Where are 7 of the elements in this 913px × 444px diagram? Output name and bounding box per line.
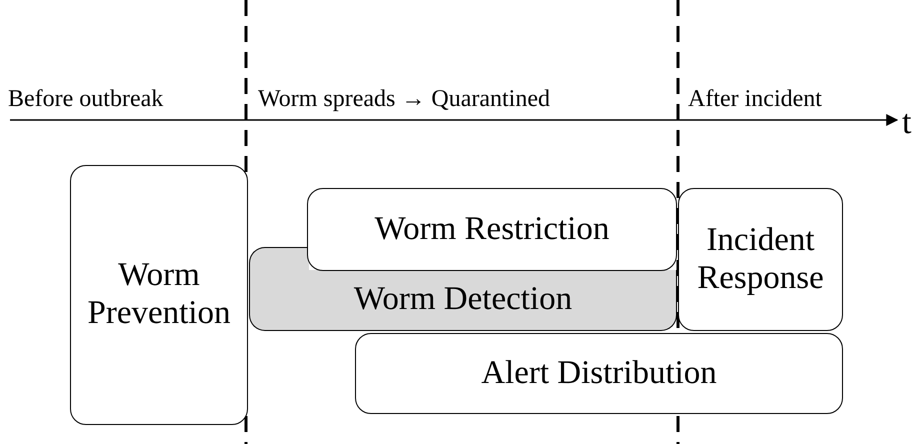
process-box: Worm Restriction <box>307 188 677 271</box>
phase-label: Worm spreads → Quarantined <box>258 86 550 113</box>
process-box: Incident Response <box>678 188 843 331</box>
process-box: Worm Detection <box>249 270 677 331</box>
process-box: Alert Distribution <box>355 333 843 414</box>
process-box: Worm Prevention <box>70 165 248 425</box>
axis-label: t <box>902 104 912 142</box>
